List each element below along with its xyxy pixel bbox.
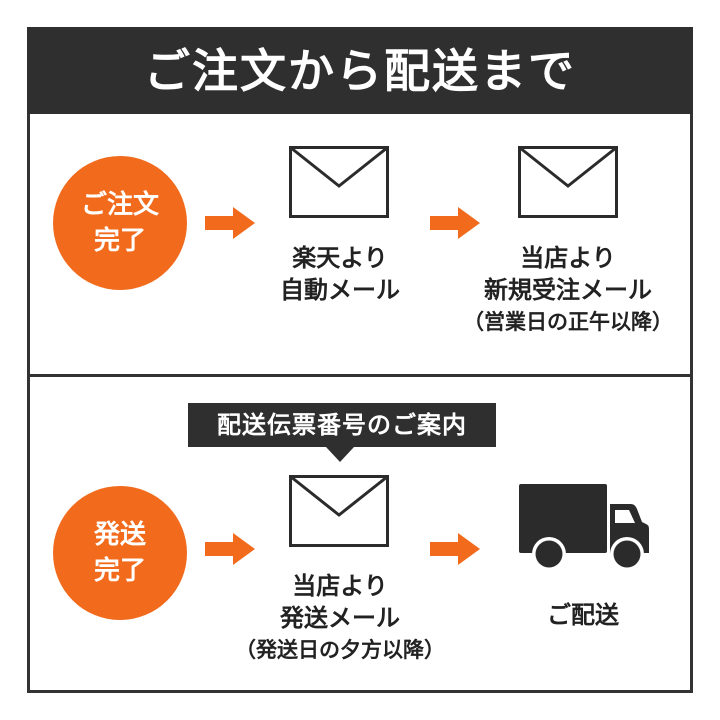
badge-line: 発送 bbox=[93, 520, 146, 550]
tracking-number-callout: 配送伝票番号のご案内 bbox=[188, 403, 496, 447]
arrow-right-icon bbox=[430, 533, 480, 565]
header-bar: ご注文から配送まで bbox=[27, 27, 693, 114]
envelope-icon bbox=[518, 146, 618, 218]
shipping-mail-step: 当店より 発送メール （発送日の夕方以降） bbox=[220, 570, 460, 666]
step-label: 新規受注メール bbox=[484, 276, 652, 304]
section-divider bbox=[27, 374, 693, 377]
step-label: 当店より bbox=[292, 572, 388, 600]
delivery-step: ご配送 bbox=[523, 599, 643, 631]
order-received-mail-step: 当店より 新規受注メール （営業日の正午以降） bbox=[448, 242, 688, 338]
step-label: ご配送 bbox=[547, 601, 619, 629]
shipping-section: 配送伝票番号のご案内 発送 完了 当店より 発送メール （発送日の夕方以降） ご… bbox=[30, 377, 690, 690]
step-note: （営業日の正午以降） bbox=[463, 310, 673, 334]
badge-line: 完了 bbox=[93, 556, 146, 586]
envelope-icon bbox=[289, 475, 389, 547]
badge-line: ご注文 bbox=[80, 190, 159, 220]
truck-wheel bbox=[613, 540, 641, 568]
arrow-right-icon bbox=[205, 207, 255, 239]
step-label: 当店より bbox=[520, 244, 616, 272]
step-label: 発送メール bbox=[280, 604, 400, 632]
step-label: 自動メール bbox=[280, 276, 400, 304]
step-note: （発送日の夕方以降） bbox=[235, 638, 445, 662]
truck-window bbox=[615, 510, 635, 523]
arrow-right-icon bbox=[430, 207, 480, 239]
page-title: ご注文から配送まで bbox=[144, 43, 576, 98]
auto-mail-step: 楽天より 自動メール bbox=[260, 242, 420, 306]
callout-pointer bbox=[326, 447, 354, 462]
envelope-icon bbox=[289, 146, 389, 218]
order-complete-badge: ご注文 完了 bbox=[53, 156, 187, 290]
arrow-right-icon bbox=[205, 533, 255, 565]
order-section: ご注文 完了 楽天より 自動メール 当店より 新規受注メール （営業日の正午以降… bbox=[30, 114, 690, 374]
truck-cargo-box bbox=[519, 484, 607, 553]
shipping-complete-badge: 発送 完了 bbox=[53, 486, 187, 620]
badge-line: 完了 bbox=[93, 226, 146, 256]
truck-wheel bbox=[535, 540, 563, 568]
truck-icon bbox=[519, 484, 649, 571]
step-label: 楽天より bbox=[292, 244, 388, 272]
